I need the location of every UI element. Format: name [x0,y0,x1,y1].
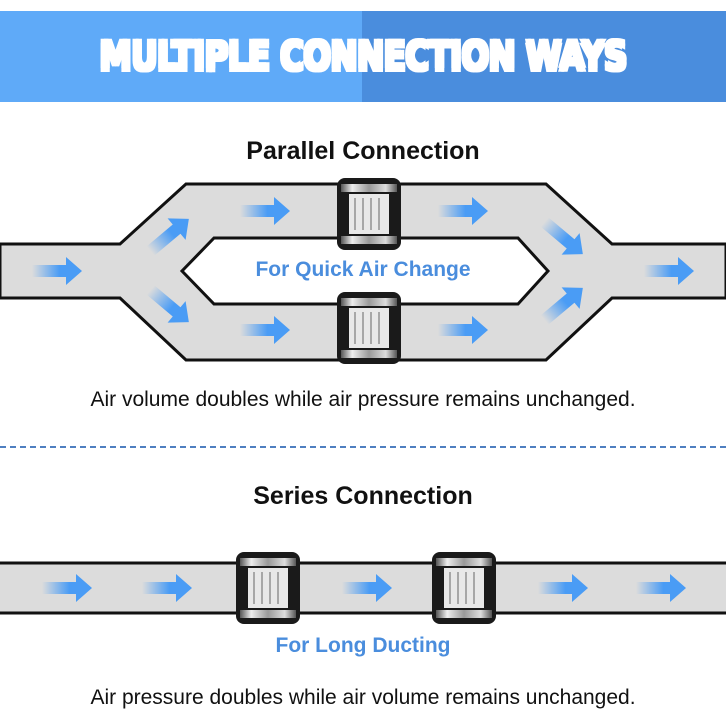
section-divider [0,446,726,448]
duct-fan-icon [336,178,402,251]
series-label: For Long Ducting [275,634,451,657]
parallel-diagram [0,178,726,365]
parallel-heading: Parallel Connection [246,137,480,165]
duct-fan-icon [336,291,402,365]
parallel-caption: Air volume doubles while air pressure re… [90,388,636,411]
duct-fan-icon [431,551,497,625]
duct-fan-icon [235,551,301,625]
series-heading: Series Connection [253,482,473,510]
banner-right-panel [362,11,726,102]
banner-title: MULTIPLE CONNECTION WAYS [98,33,628,81]
series-diagram [0,551,726,625]
title-banner: MULTIPLE CONNECTION WAYS [0,11,726,102]
series-caption: Air pressure doubles while air volume re… [90,686,636,709]
parallel-label: For Quick Air Change [255,258,471,281]
parallel-island [179,236,551,306]
